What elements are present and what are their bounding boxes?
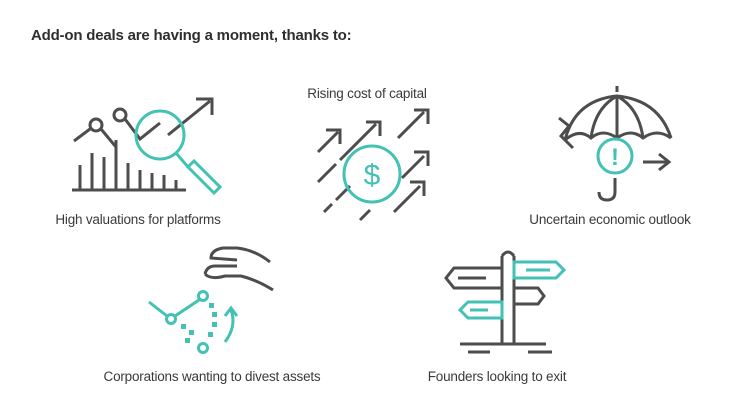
alert-symbol: !	[611, 144, 619, 171]
caption-high-valuations: High valuations for platforms	[55, 212, 221, 227]
caption-founders-exit: Founders looking to exit	[427, 369, 567, 384]
caption-uncertain-outlook: Uncertain economic outlook	[529, 212, 691, 227]
caption-corporations-divest: Corporations wanting to divest assets	[103, 369, 321, 384]
dollar-arrows-icon: $	[316, 108, 430, 222]
signpost-icon	[444, 250, 567, 354]
umbrella-alert-icon: !	[558, 86, 673, 202]
hand-release-icon	[148, 246, 274, 354]
caption-rising-cost: Rising cost of capital	[307, 86, 427, 101]
magnifier-chart-icon	[72, 97, 223, 196]
page-heading: Add-on deals are having a moment, thanks…	[31, 27, 352, 44]
dollar-symbol: $	[364, 159, 381, 192]
